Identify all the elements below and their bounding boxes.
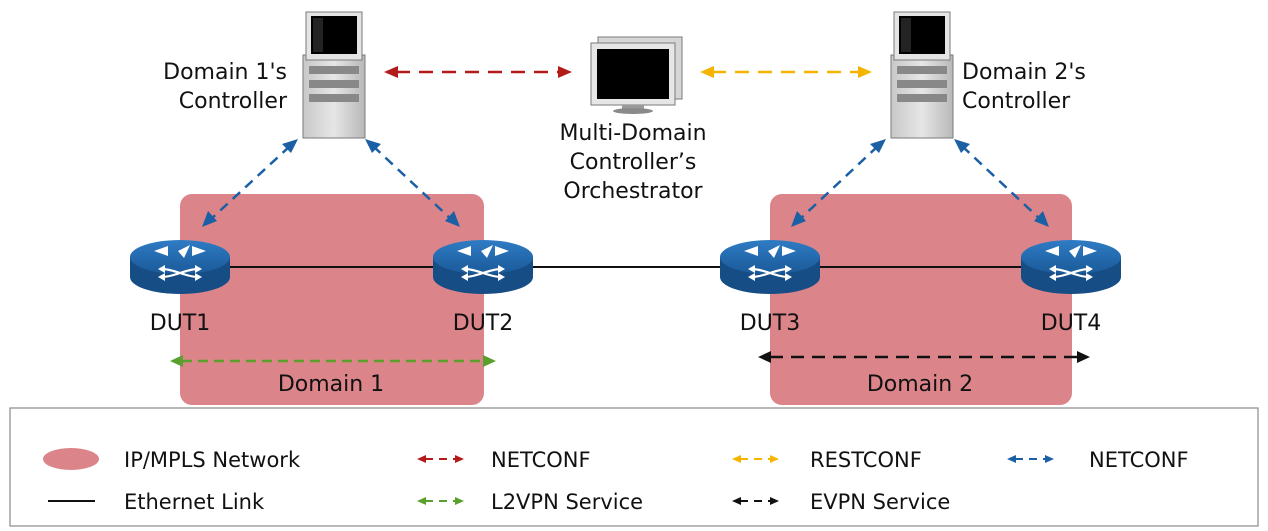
legend-l2vpn-label: L2VPN Service [491,490,643,514]
legend-netconf-red-label: NETCONF [491,448,591,472]
dut1-label: DUT1 [150,311,210,336]
legend-restconf-label: RESTCONF [810,448,922,472]
domain-2-controller-label-line2: Controller [962,89,1071,114]
legend: IP/MPLS Network Ethernet Link NETCONF L2… [9,407,1259,527]
dut4-label: DUT4 [1041,311,1101,336]
dut3-label: DUT3 [740,311,800,336]
router-dut2-icon [433,240,533,294]
orchestrator-label-line2: Controller’s [570,150,697,175]
legend-ip-mpls-label: IP/MPLS Network [124,448,301,472]
domain-2-area [770,194,1072,405]
domain-1-label: Domain 1 [278,372,384,397]
legend-box [9,407,1259,527]
netconf-blue-arrow-ctrl1-dut1 [202,139,298,227]
legend-ethernet-label: Ethernet Link [124,490,265,514]
domain-2-controller-label-line1: Domain 2's [962,60,1086,85]
netconf-blue-arrow-ctrl2-dut3 [791,139,886,227]
router-dut1-icon [130,240,230,294]
domain-1-area [180,194,484,405]
netconf-blue-arrow-ctrl1-dut2 [365,139,460,227]
legend-restconf-swatch [732,455,779,463]
netconf-red-arrow [384,66,572,78]
domain-1-controller-label-line1: Domain 1's [163,60,287,85]
legend-evpn-label: EVPN Service [810,490,950,514]
domain-1-controller-icon [302,11,366,139]
orchestrator-label-line1: Multi-Domain [559,121,706,146]
router-dut3-icon [720,240,820,294]
domain-2-controller-icon [890,11,954,139]
legend-evpn-swatch [732,497,779,505]
legend-netconf-blue-swatch [1007,455,1054,463]
legend-netconf-blue-label: NETCONF [1089,448,1189,472]
domain-2-label: Domain 2 [867,372,973,397]
dut2-label: DUT2 [453,311,513,336]
domain-1-controller-label-line2: Controller [179,89,288,114]
router-dut4-icon [1021,240,1121,294]
legend-netconf-red-swatch [417,455,464,463]
orchestrator-monitor-icon [590,36,683,114]
restconf-yellow-arrow [700,66,872,78]
evpn-service-arrow [758,351,1090,363]
legend-l2vpn-swatch [417,497,464,505]
l2vpn-service-arrow [170,355,496,367]
netconf-blue-arrow-ctrl2-dut4 [954,139,1049,227]
legend-ip-mpls-swatch [43,448,99,470]
orchestrator-label-line3: Orchestrator [563,179,703,204]
